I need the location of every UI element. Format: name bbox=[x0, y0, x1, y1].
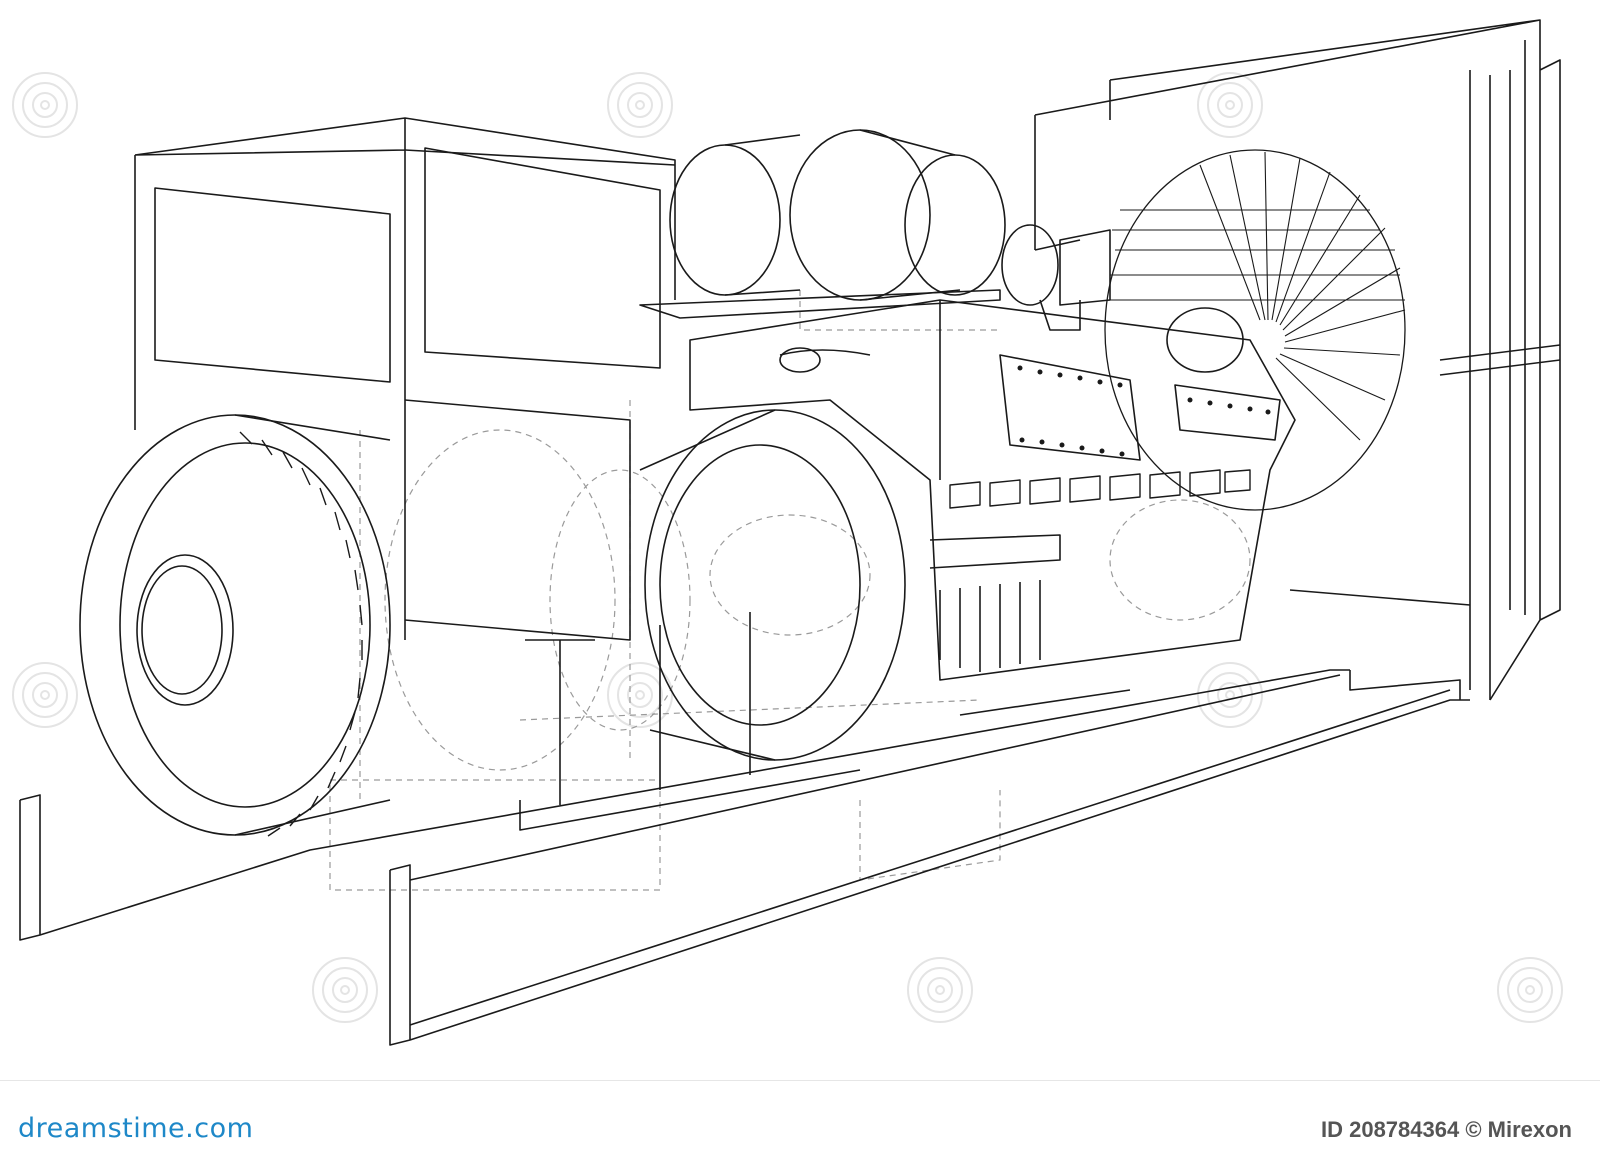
image-id-credit: ID 208784364 © Mirexon bbox=[1320, 1117, 1572, 1142]
fan-guard-bars bbox=[1108, 151, 1406, 441]
control-panel-right bbox=[424, 147, 661, 369]
dreamstime-logo[interactable]: dreamstime.com bbox=[18, 1111, 253, 1145]
visible-lines bbox=[19, 19, 1561, 1046]
generator-wireframe-drawing bbox=[12, 19, 1563, 1046]
base-rail-left bbox=[19, 669, 1350, 941]
watermark-swirl bbox=[12, 662, 78, 728]
engine-block bbox=[689, 299, 1296, 681]
air-filter-cylinder bbox=[789, 129, 931, 301]
watermark-swirl bbox=[607, 72, 673, 138]
cooling-ribs bbox=[239, 431, 363, 837]
cylinder-head-bolts bbox=[1017, 365, 1271, 457]
alternator-box bbox=[134, 117, 676, 640]
watermark-swirl bbox=[312, 957, 378, 1023]
fuel-filters bbox=[939, 580, 1041, 672]
radiator-frame bbox=[1034, 19, 1561, 701]
logo-text: dreamstime.com bbox=[18, 1112, 254, 1144]
watermark-swirl bbox=[12, 72, 78, 138]
injector-row bbox=[949, 469, 1251, 509]
fan-hub bbox=[1166, 307, 1244, 373]
air-filter-cylinder bbox=[669, 144, 781, 296]
hidden-lines bbox=[329, 290, 1251, 891]
mount-uprights bbox=[525, 612, 751, 805]
control-panel-left bbox=[154, 187, 391, 383]
watermark-swirl bbox=[1197, 72, 1263, 138]
alternator-hub bbox=[136, 554, 234, 706]
stock-footer-bar: dreamstime.com ID 208784364 © Mirexon bbox=[0, 1080, 1600, 1168]
alternator-end-cover bbox=[79, 414, 391, 836]
flywheel-housing bbox=[644, 409, 906, 761]
watermark-swirl bbox=[1497, 957, 1563, 1023]
watermark-swirl bbox=[907, 957, 973, 1023]
watermark-layer bbox=[12, 72, 1563, 1023]
watermark-swirl bbox=[607, 662, 673, 728]
radiator-fan-guard bbox=[1104, 149, 1406, 511]
base-rail-right bbox=[389, 674, 1470, 1046]
